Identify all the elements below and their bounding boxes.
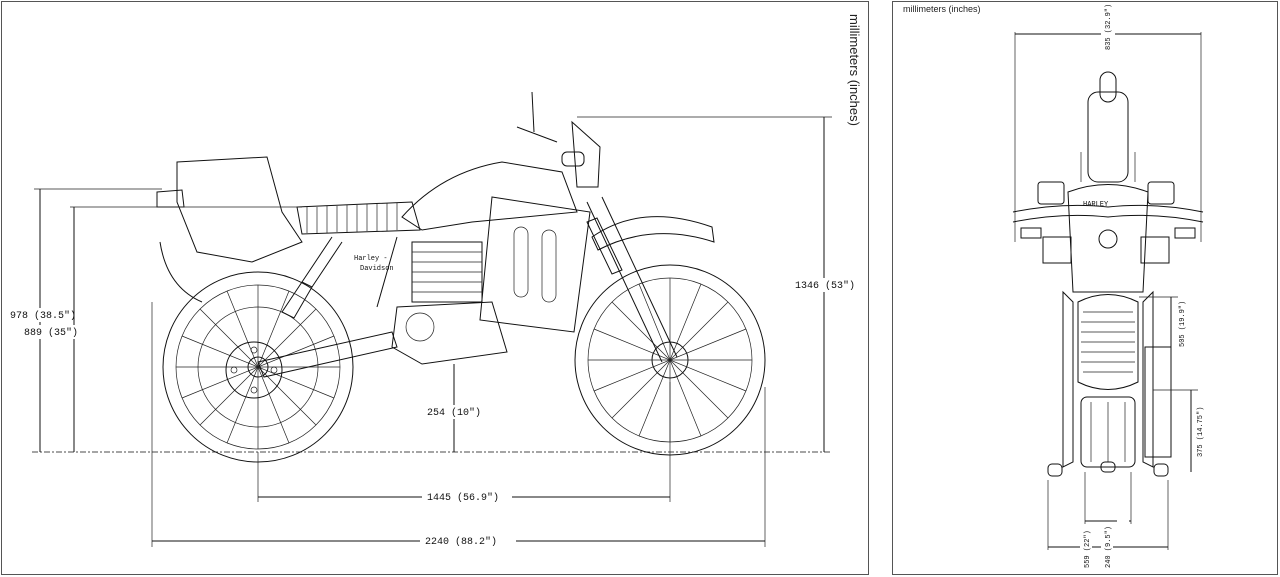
handlebar [516,91,601,188]
logo-text-line2: Davidson [360,265,394,273]
front-fork [586,196,678,363]
side-view-drawing: Harley - Davidson 1346 (53") 978 (38.5")… [6,14,862,548]
overall-height-label: 1346 (53") [795,280,855,292]
fuel-tank [401,161,578,231]
front-tire-top [1099,71,1117,103]
top-logo: HARLEY [1083,201,1109,209]
handlebar-width-label: 835 (32.9") [1105,4,1113,50]
wheelbase-label: 1445 (56.9") [427,492,499,504]
top-view-panel: millimeters (inches) 835 (32.9") HARLEY [892,1,1278,575]
front-wheel [574,264,766,456]
handlebars-top [1012,181,1204,264]
engine [391,241,508,365]
rack-length-label: 375 (14.75") [1197,407,1205,457]
rear-wheel [162,271,354,463]
logo-text-line1: Harley - [354,255,388,263]
rear-fender [176,156,303,263]
front-fender [591,216,715,251]
top-view-drawing: millimeters (inches) 835 (32.9") HARLEY [903,4,1205,571]
side-view-panel: Harley - Davidson 1346 (53") 978 (38.5")… [1,1,869,575]
rear-sprocket [225,341,283,399]
width-b-label: 559 (22") [1084,530,1092,568]
ground-clearance-label: 254 (10") [427,407,481,419]
seat-width-label: 505 (19.9") [1179,301,1187,347]
width-a-label: 240 (9.5") [1105,526,1113,568]
seat-height-label: 978 (38.5") [10,310,76,322]
fuel-cap [1098,229,1118,249]
seat-top [1077,294,1139,390]
fuel-tank-top [1067,184,1149,293]
side-case [479,196,591,333]
seat-ribbing [306,203,398,233]
front-fork-top [1087,91,1129,183]
lower-seat-height-label: 889 (35") [24,327,78,339]
side-case-top [1144,346,1172,458]
swingarm [257,236,398,378]
rear-rack-top [1080,396,1136,468]
overall-length-label: 2240 (88.2") [425,536,497,548]
side-view-units-label: millimeters (inches) [847,14,862,126]
top-view-units-label: millimeters (inches) [903,4,981,14]
tail-light [156,189,185,208]
seat [296,201,421,235]
